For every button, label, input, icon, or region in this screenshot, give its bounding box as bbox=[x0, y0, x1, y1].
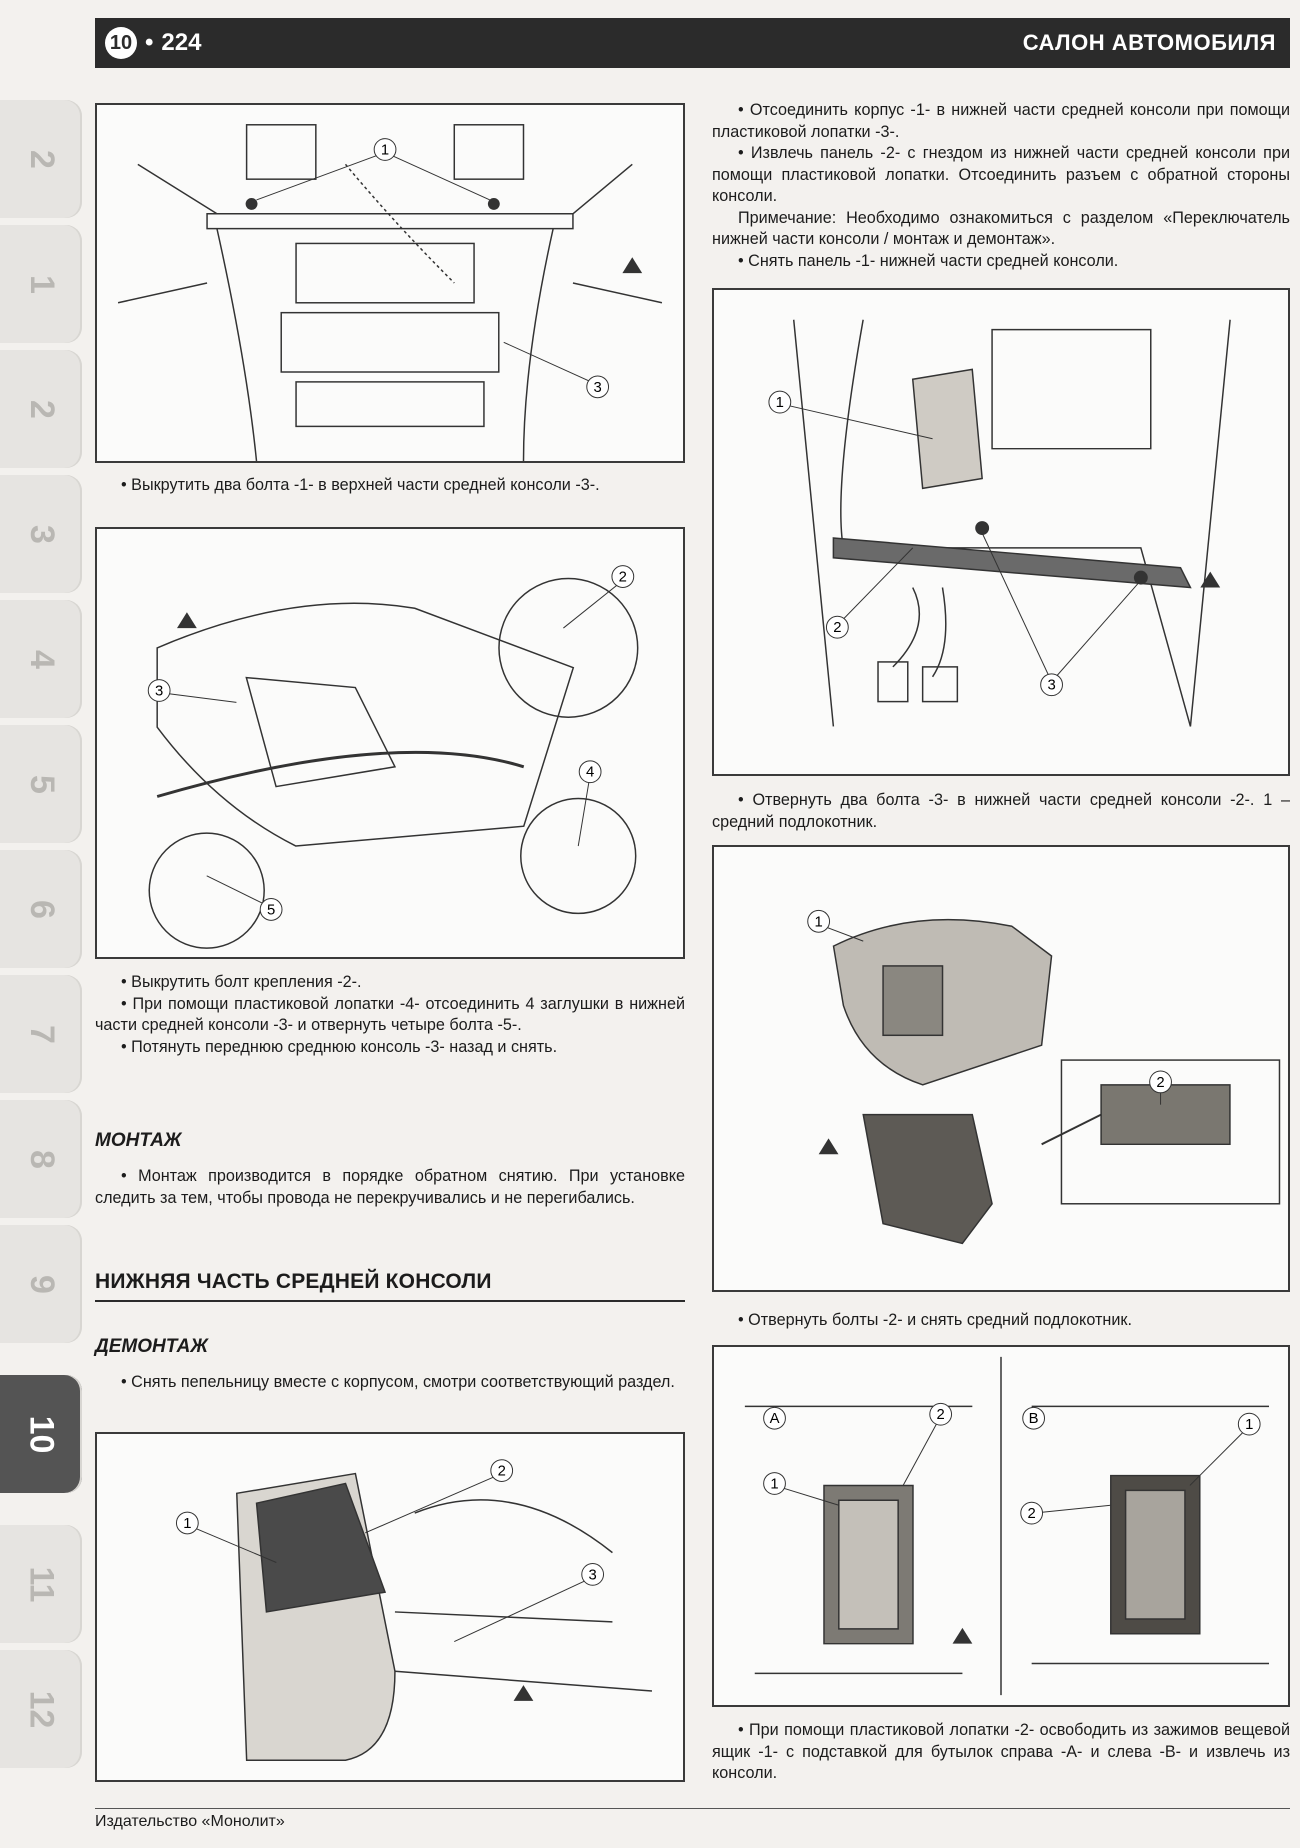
chapter-tab[interactable]: 2 bbox=[0, 350, 82, 468]
callout-label: 2 bbox=[619, 570, 627, 586]
chapter-tab[interactable]: 4 bbox=[0, 600, 82, 718]
chapter-badge: 10 bbox=[105, 27, 137, 59]
chapter-tab[interactable]: 12 bbox=[0, 1650, 82, 1768]
figure-armrest-removal: 1 2 bbox=[712, 845, 1290, 1292]
section-rule bbox=[95, 1300, 685, 1302]
callout-label: 2 bbox=[1156, 1075, 1164, 1091]
right-intro-text: Отсоединить корпус -1- в нижней части ср… bbox=[712, 100, 1290, 272]
callout-label: 4 bbox=[586, 765, 594, 781]
chapter-tab[interactable]: 9 bbox=[0, 1225, 82, 1343]
figure-4-drawing: 1 2 3 bbox=[768, 319, 1231, 727]
callout-label: 1 bbox=[770, 1476, 778, 1492]
page-number: 224 bbox=[161, 29, 202, 56]
montazh-text: Монтаж производится в порядке обратном с… bbox=[95, 1166, 685, 1209]
callout-label: 1 bbox=[776, 395, 784, 411]
callout-label: 3 bbox=[155, 683, 163, 699]
chapter-tab[interactable]: 6 bbox=[0, 850, 82, 968]
callout-label: 2 bbox=[833, 620, 841, 636]
bullet-separator: • bbox=[145, 29, 154, 56]
demontazh-title: ДЕМОНТАЖ bbox=[95, 1336, 208, 1357]
figure-2-drawing: 2 3 4 5 bbox=[147, 565, 639, 949]
callout-label: 3 bbox=[594, 380, 602, 396]
caption-fig6: При помощи пластиковой лопатки -2- освоб… bbox=[712, 1720, 1290, 1785]
callout-label: 3 bbox=[1047, 678, 1055, 694]
chapter-title: САЛОН АВТОМОБИЛЯ bbox=[1022, 30, 1276, 55]
callout-label: 1 bbox=[1245, 1417, 1253, 1433]
chapter-tab[interactable]: 2 bbox=[0, 100, 82, 218]
chapter-tab[interactable]: 3 bbox=[0, 475, 82, 593]
figure-5-drawing: 1 2 bbox=[807, 909, 1281, 1245]
callout-label: 2 bbox=[498, 1464, 506, 1480]
demontazh-text: Снять пепельницу вместе с корпусом, смот… bbox=[95, 1372, 685, 1394]
callout-label: 1 bbox=[381, 142, 389, 158]
caption-fig5: Отвернуть болты -2- и снять средний подл… bbox=[712, 1310, 1290, 1332]
figure-3-drawing: 1 2 3 bbox=[175, 1459, 653, 1761]
chapter-tab[interactable]: 7 bbox=[0, 975, 82, 1093]
chapter-tab[interactable]: 5 bbox=[0, 725, 82, 843]
figure-console-top-bolts: 1 3 bbox=[95, 103, 685, 463]
publisher: Издательство «Монолит» bbox=[95, 1813, 285, 1830]
callout-label: A bbox=[770, 1411, 780, 1427]
montazh-title: МОНТАЖ bbox=[95, 1130, 182, 1151]
callout-label: 2 bbox=[937, 1407, 945, 1423]
header-left: 10 • 224 bbox=[105, 27, 201, 59]
chapter-tab[interactable]: 11 bbox=[0, 1525, 82, 1643]
figure-lower-console-bolts: 1 2 3 bbox=[712, 288, 1290, 776]
caption-fig2: Выкрутить болт крепления -2-. При помощи… bbox=[95, 972, 685, 1058]
callout-label: 3 bbox=[589, 1567, 597, 1583]
section-title: НИЖНЯЯ ЧАСТЬ СРЕДНЕЙ КОНСОЛИ bbox=[95, 1270, 492, 1293]
chapter-tab[interactable]: 8 bbox=[0, 1100, 82, 1218]
chapter-tab[interactable]: 1 bbox=[0, 225, 82, 343]
figure-storage-box: A 1 2 B 1 2 bbox=[712, 1345, 1290, 1707]
callout-label: 1 bbox=[183, 1516, 191, 1532]
figure-ashtray-housing: 1 2 3 bbox=[95, 1432, 685, 1782]
footer-rule bbox=[95, 1808, 1290, 1809]
callout-label: B bbox=[1029, 1411, 1039, 1427]
caption-fig1: Выкрутить два болта -1- в верхней части … bbox=[95, 475, 685, 497]
figure-front-console-removal: 2 3 4 5 bbox=[95, 527, 685, 959]
callout-label: 5 bbox=[267, 902, 275, 918]
callout-label: 2 bbox=[1028, 1506, 1036, 1522]
chapter-tab-active[interactable]: 10 bbox=[0, 1375, 82, 1493]
caption-fig4: Отвернуть два болта -3- в нижней части с… bbox=[712, 790, 1290, 833]
figure-1-drawing: 1 3 bbox=[117, 124, 663, 461]
page-header: 10 • 224 САЛОН АВТОМОБИЛЯ bbox=[95, 18, 1290, 68]
callout-label: 1 bbox=[815, 914, 823, 930]
figure-6-drawing: A 1 2 B 1 2 bbox=[744, 1356, 1270, 1696]
